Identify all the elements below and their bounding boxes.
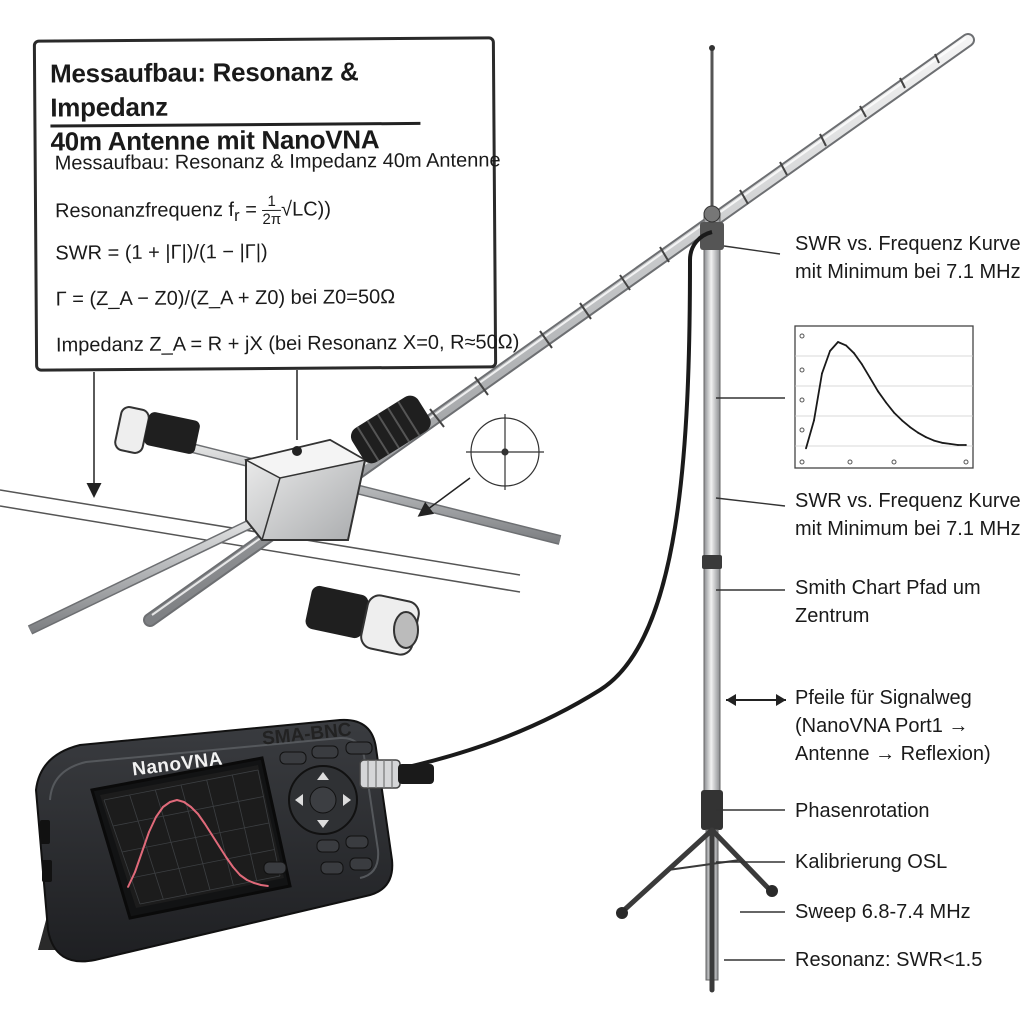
inset-swr-trace-point xyxy=(845,344,847,347)
callout-sweep: Sweep 6.8-7.4 MHz xyxy=(795,901,971,923)
device-swr-trace-point xyxy=(155,816,157,818)
inset-swr-trace-point xyxy=(901,419,903,422)
device-swr-trace-point xyxy=(169,801,171,803)
coax-cable xyxy=(394,230,713,772)
inset-swr-trace-point xyxy=(837,341,839,343)
coax-connector-right xyxy=(350,395,431,464)
coax-connector-left xyxy=(114,406,200,454)
device-swr-trace-point xyxy=(267,885,269,887)
grid-line xyxy=(130,849,275,879)
formula-box-title: Messaufbau: Resonanz & Impedanz 40m Ante… xyxy=(50,53,481,158)
grid-line xyxy=(139,875,281,905)
inset-swr-trace-point xyxy=(885,401,887,404)
device-swr-trace-point xyxy=(190,806,192,808)
inset-swr-trace-point xyxy=(941,441,943,444)
swr-formula: SWR = (1 + |Γ|)/(1 − |Γ|) xyxy=(55,240,268,265)
inset-swr-trace-point xyxy=(949,443,951,445)
device-swr-trace-point xyxy=(141,851,143,853)
device-swr-trace-point xyxy=(148,831,150,833)
callout-resonance: Resonanz: SWR<1.5 xyxy=(795,949,983,971)
coax-connector-bottom xyxy=(305,585,420,656)
sma-bnc-connector xyxy=(359,759,434,789)
inset-swr-trace-point xyxy=(853,352,855,355)
inset-swr-trace-point xyxy=(917,431,919,434)
feedpoint-box xyxy=(243,370,368,541)
signal-double-arrow xyxy=(726,694,786,706)
device-swr-trace-point xyxy=(183,801,185,803)
device-swr-trace-point xyxy=(246,879,248,881)
callout-smith-chart: Smith Chart Pfad um Zentrum xyxy=(795,577,981,627)
device-screen-grid xyxy=(103,769,281,905)
title-line-1: Messaufbau: Resonanz & Impedanz xyxy=(49,56,359,123)
inset-swr-chart xyxy=(794,325,974,469)
device-swr-trace-point xyxy=(127,886,129,888)
inset-swr-trace-point xyxy=(829,350,831,352)
inset-swr-trace-point xyxy=(869,376,871,379)
device-swr-trace-point xyxy=(232,866,234,868)
mast xyxy=(700,45,724,981)
tripod xyxy=(619,827,773,993)
device-swr-trace-point xyxy=(253,882,255,884)
inset-swr-trace-point xyxy=(877,390,879,393)
callout-phase-rotation: Phasenrotation xyxy=(795,800,930,822)
device-swr-trace-point xyxy=(218,845,220,847)
device-button[interactable] xyxy=(263,741,373,875)
inset-swr-trace-point xyxy=(821,372,823,375)
device-swr-trace-point xyxy=(204,823,206,825)
formula-box: Messaufbau: Resonanz & Impedanz 40m Ante… xyxy=(32,36,519,372)
crosshair-icon xyxy=(466,414,544,490)
device-swr-trace-point xyxy=(239,874,241,876)
inset-swr-trace-point xyxy=(925,436,927,439)
callout-swr-curve-2: SWR vs. Frequenz Kurve mit Minimum bei 7… xyxy=(795,490,1021,540)
gamma-formula: Γ = (Z_A − Z0)/(Z_A + Z0) bei Z0=50Ω xyxy=(55,286,396,311)
device-swr-trace-point xyxy=(225,856,227,858)
inset-swr-trace-point xyxy=(957,444,959,446)
grid-line xyxy=(121,822,270,853)
callout-calibration: Kalibrierung OSL xyxy=(795,851,948,873)
dpad[interactable] xyxy=(288,765,358,835)
device-swr-trace-point xyxy=(197,813,199,815)
device-swr-trace-point xyxy=(260,884,262,886)
device-swr-trace-point xyxy=(176,799,178,801)
impedance-formula: Impedanz Z_A = R + jX (bei Resonanz X=0,… xyxy=(55,331,520,357)
antenna-segment-rings xyxy=(429,53,940,428)
inset-swr-trace-point xyxy=(909,426,911,428)
inset-swr-trace-point xyxy=(861,363,863,366)
grid-line xyxy=(103,769,259,801)
inset-swr-trace-point xyxy=(933,439,935,442)
callout-signal-path: Pfeile für Signalweg (NanoVNA Port1 → An… xyxy=(795,687,991,765)
device-swr-trace-point xyxy=(134,871,136,873)
callout-leaders xyxy=(715,245,786,961)
subtitle: Messaufbau: Resonanz & Impedanz 40m Ante… xyxy=(54,149,501,175)
callout-swr-curve-1: SWR vs. Frequenz Kurve mit Minimum bei 7… xyxy=(795,233,1021,283)
inset-swr-trace-point xyxy=(805,447,807,450)
inset-swr-trace-point xyxy=(813,419,815,422)
inset-swr-trace-point xyxy=(893,411,895,414)
inset-swr-trace-point xyxy=(965,444,967,446)
grid-line xyxy=(112,796,264,827)
device-swr-trace-point xyxy=(211,834,213,836)
crosshair-pointer xyxy=(417,477,471,517)
device-swr-trace-point xyxy=(162,806,164,808)
